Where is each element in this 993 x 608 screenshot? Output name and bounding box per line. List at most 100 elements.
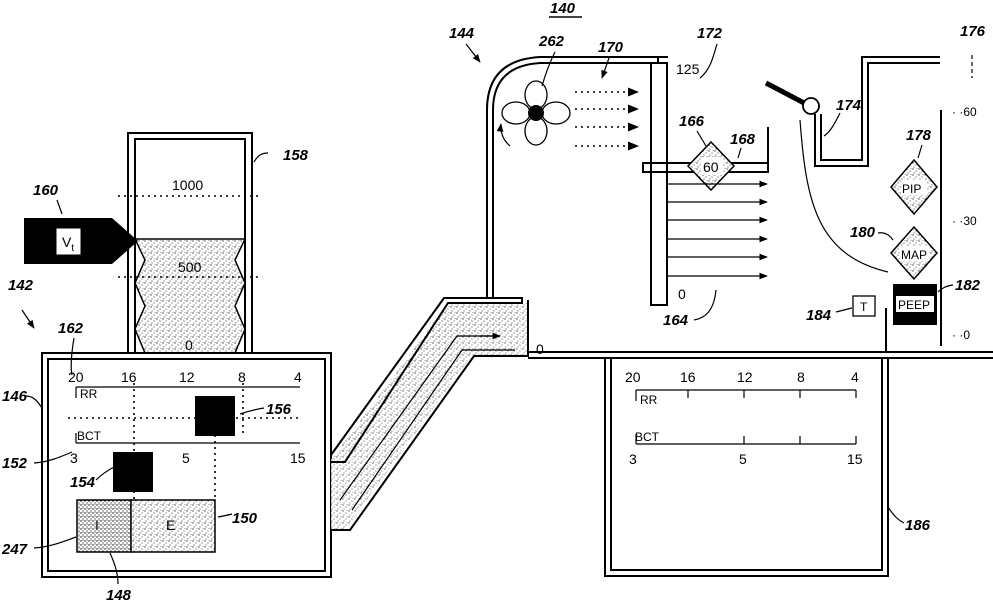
ref-178: 178 <box>906 127 932 144</box>
gauge-125-label: 125 <box>676 61 700 77</box>
ref-142: 142 <box>8 277 34 294</box>
valve-pivot <box>803 98 819 114</box>
leader-247 <box>34 537 76 548</box>
pip-label: PIP <box>902 182 921 196</box>
leader-180 <box>878 233 893 240</box>
bct-slider-knob[interactable] <box>113 452 153 492</box>
leader-152 <box>34 452 72 463</box>
right-bct-label: BCT <box>635 430 660 444</box>
gauge-0-label: 0 <box>678 286 686 302</box>
right-scale-0: · ·0 <box>952 328 970 342</box>
ref-152: 152 <box>2 455 28 472</box>
left-rr-label: RR <box>80 387 98 401</box>
leader-148 <box>110 553 118 584</box>
fan <box>502 81 570 145</box>
leader-178 <box>918 145 922 158</box>
ref-176: 176 <box>960 23 986 40</box>
leader-186 <box>888 507 904 523</box>
ref-158: 158 <box>283 147 309 164</box>
right-rr-tick-12: 12 <box>737 369 753 385</box>
right-scale-60: · ·60 <box>952 105 977 119</box>
left-rr-tick-8: 8 <box>238 369 246 385</box>
ref-166: 166 <box>679 113 705 130</box>
mark-1000-label: 1000 <box>172 177 203 193</box>
duct-outer <box>487 57 658 298</box>
left-rr-tick-4: 4 <box>294 369 302 385</box>
ref-170: 170 <box>598 39 624 56</box>
bellows <box>135 239 245 353</box>
right-bct-tick-3: 3 <box>629 451 637 467</box>
insp-label: I <box>95 517 99 533</box>
right-rr-tick-20: 20 <box>625 369 641 385</box>
fan-rotation-arrow <box>501 124 510 146</box>
pressure-gauge <box>651 63 667 305</box>
leader-184 <box>836 308 852 312</box>
valve-flap <box>766 83 806 104</box>
fan-hub <box>528 105 544 121</box>
inspiration-bar <box>77 500 131 552</box>
ref-154: 154 <box>70 474 96 491</box>
ref-164: 164 <box>663 312 689 329</box>
figure-number-140: 140 <box>550 0 576 17</box>
t-label: T <box>860 300 868 314</box>
fan-blade-bottom <box>525 117 547 145</box>
ref-156: 156 <box>266 401 292 418</box>
right-bct-tick-5: 5 <box>739 451 747 467</box>
ref-174: 174 <box>836 97 862 114</box>
ref-146: 146 <box>2 388 28 405</box>
leader-158 <box>254 153 268 162</box>
duct-inner <box>493 63 652 298</box>
rr-slider-knob[interactable] <box>195 396 235 436</box>
arrow-144 <box>466 44 480 62</box>
right-rr-tick-16: 16 <box>680 369 696 385</box>
ref-168: 168 <box>730 131 756 148</box>
leader-172 <box>700 44 717 78</box>
ref-162: 162 <box>58 320 84 337</box>
ref-186: 186 <box>905 517 931 534</box>
ref-148: 148 <box>106 587 132 603</box>
right-rr-tick-8: 8 <box>797 369 805 385</box>
ref-180: 180 <box>850 224 876 241</box>
right-bct-tick-15: 15 <box>847 451 863 467</box>
fan-blade-left <box>502 102 530 124</box>
right-scale-30: · ·30 <box>952 214 977 228</box>
ref-182: 182 <box>955 277 981 294</box>
map-label: MAP <box>901 248 927 262</box>
fan-blade-top <box>525 81 547 109</box>
ref-184: 184 <box>806 307 832 324</box>
ref-160: 160 <box>33 182 59 199</box>
left-rr-tick-12: 12 <box>179 369 195 385</box>
ref-144: 144 <box>449 25 475 42</box>
leader-166 <box>697 131 706 146</box>
leader-164 <box>694 290 716 320</box>
ref-262: 262 <box>538 33 565 50</box>
flow-valve-label: 60 <box>703 159 719 175</box>
left-bct-tick-15: 15 <box>290 450 306 466</box>
leader-160 <box>57 200 62 214</box>
arrow-142 <box>22 310 34 328</box>
peep-label: PEEP <box>898 298 930 312</box>
mark-500-label: 500 <box>178 259 202 275</box>
arrow-170 <box>602 58 609 78</box>
bellows-cylinder: 1000 500 0 <box>118 133 262 353</box>
tube-zero-label: 0 <box>536 341 544 357</box>
leader-174 <box>824 113 840 136</box>
leader-150 <box>218 514 232 517</box>
left-bct-tick-5: 5 <box>182 450 190 466</box>
left-bct-label: BCT <box>77 429 102 443</box>
mark-0-label: 0 <box>185 337 193 353</box>
left-rr-tick-16: 16 <box>121 369 137 385</box>
breathing-tube <box>331 298 528 530</box>
ref-247: 247 <box>1 541 28 558</box>
right-control-panel <box>605 358 888 576</box>
exp-label: E <box>166 517 175 533</box>
fan-blade-right <box>542 102 570 124</box>
right-rr-label: RR <box>640 393 658 407</box>
left-rr-tick-20: 20 <box>68 369 84 385</box>
leader-168 <box>738 148 741 158</box>
valve-arc <box>800 120 888 272</box>
leader-146 <box>26 396 42 408</box>
right-rr-tick-4: 4 <box>851 369 859 385</box>
